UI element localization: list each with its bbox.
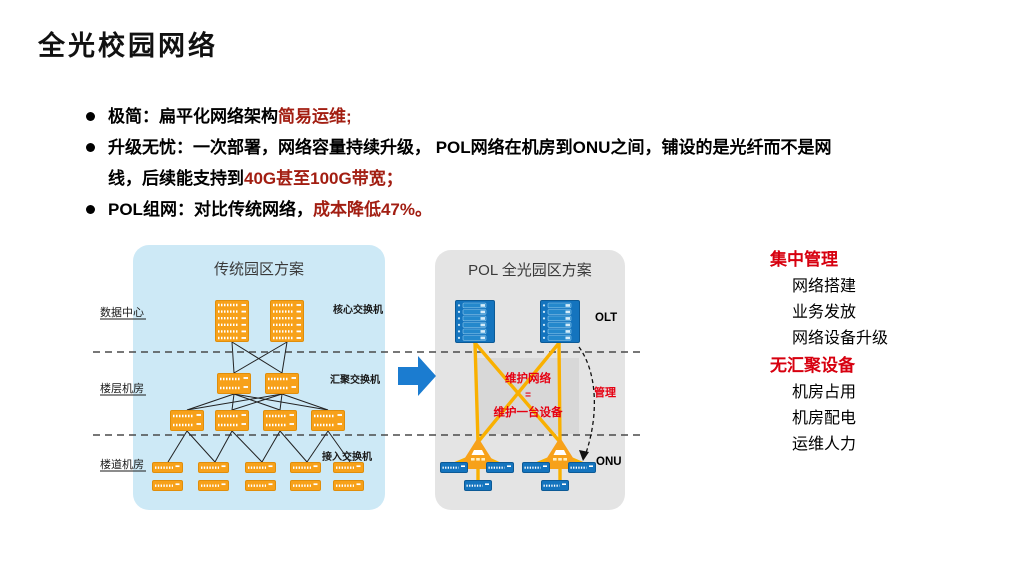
distribution-switch-device [263, 410, 297, 431]
transform-arrow-icon [398, 356, 436, 396]
benefit-item: 运维人力 [792, 436, 857, 453]
bullet-item-simplicity: 极简：扁平化网络架构简易运维; [84, 101, 989, 132]
maintenance-note-line3: 维护一台设备 [494, 405, 563, 419]
access-switch-device [290, 462, 321, 473]
label-management: 管理 [594, 385, 616, 399]
bullet-item-cost: POL组网：对比传统网络，成本降低47%。 [84, 194, 989, 225]
bullet-text: POL组网：对比传统网络， [108, 200, 313, 219]
label-onu: ONU [596, 456, 622, 468]
bullet-text: 极简：扁平化网络架构 [108, 107, 278, 126]
network-comparison-diagram: 传统园区方案 POL 全光园区方案 数据中心 楼层机房 楼道机房 核心交换机 汇… [93, 245, 640, 510]
row-label-floor-room: 楼层机房 [100, 381, 144, 395]
benefits-panel: 集中管理 网络搭建 业务发放 网络设备升级 无汇聚设备 机房占用 机房配电 运维… [770, 246, 1000, 458]
maintenance-note-line1: 维护网络 [505, 371, 551, 385]
label-core-switch: 核心交换机 [333, 303, 383, 316]
maintenance-note-line2: = [525, 390, 531, 401]
onu-device [440, 462, 468, 473]
traditional-panel [133, 245, 385, 510]
access-switch-device [290, 480, 321, 491]
label-aggregation-switch: 汇聚交换机 [330, 373, 380, 386]
bullet-text: 升级无忧：一次部署，网络容量持续升级， POL网络在机房到ONU之间，铺设的是光… [108, 138, 832, 157]
benefit-item: 机房配电 [792, 410, 857, 427]
access-switch-device [152, 480, 183, 491]
distribution-switch-device [311, 410, 345, 431]
core-switch-device [215, 300, 249, 342]
bullet-text: 线，后续能支持到 [108, 169, 244, 188]
label-access-switch: 接入交换机 [322, 450, 372, 463]
row-label-corridor-room: 楼道机房 [100, 457, 144, 471]
access-switch-device [152, 462, 183, 473]
benefit-item: 网络搭建 [792, 278, 857, 295]
olt-device [540, 300, 580, 343]
bullet-list: 极简：扁平化网络架构简易运维; 升级无忧：一次部署，网络容量持续升级， POL网… [84, 101, 989, 225]
pol-panel-title: POL 全光园区方案 [468, 261, 592, 279]
aggregation-switch-device [265, 373, 299, 394]
label-olt: OLT [595, 312, 617, 324]
traditional-links [167, 341, 351, 463]
benefit-item: 网络设备升级 [792, 330, 889, 347]
onu-device [522, 462, 550, 473]
management-arrow [578, 346, 595, 454]
access-switch-device [333, 462, 364, 473]
onu-device [541, 480, 569, 491]
benefit-item: 业务发放 [792, 304, 857, 321]
onu-device [464, 480, 492, 491]
olt-device [455, 300, 495, 343]
bullet-icon [86, 205, 95, 214]
onu-device [568, 462, 596, 473]
management-arrowhead-icon [579, 450, 589, 461]
bullet-highlight: 简易运维; [278, 107, 352, 126]
benefit-item: 机房占用 [792, 384, 857, 401]
core-switch-device [270, 300, 304, 342]
bullet-item-upgrade: 升级无忧：一次部署，网络容量持续升级， POL网络在机房到ONU之间，铺设的是光… [84, 132, 989, 194]
access-switch-device [198, 480, 229, 491]
traditional-panel-title: 传统园区方案 [214, 260, 304, 278]
bullet-icon [86, 112, 95, 121]
bullet-highlight: 40G甚至100G带宽； [244, 169, 403, 188]
onu-device [486, 462, 514, 473]
bullet-highlight: 成本降低47%。 [312, 200, 432, 219]
benefit-heading-no-aggregation: 无汇聚设备 [770, 356, 855, 375]
access-switch-device [245, 462, 276, 473]
distribution-switch-device [170, 410, 204, 431]
row-label-datacenter: 数据中心 [100, 305, 144, 319]
bullet-icon [86, 143, 95, 152]
page-title: 全光校园网络 [38, 31, 218, 62]
access-switch-device [333, 480, 364, 491]
benefit-heading-centralized-management: 集中管理 [770, 250, 838, 269]
access-switch-device [198, 462, 229, 473]
distribution-switch-device [215, 410, 249, 431]
aggregation-switch-device [217, 373, 251, 394]
access-switch-device [245, 480, 276, 491]
